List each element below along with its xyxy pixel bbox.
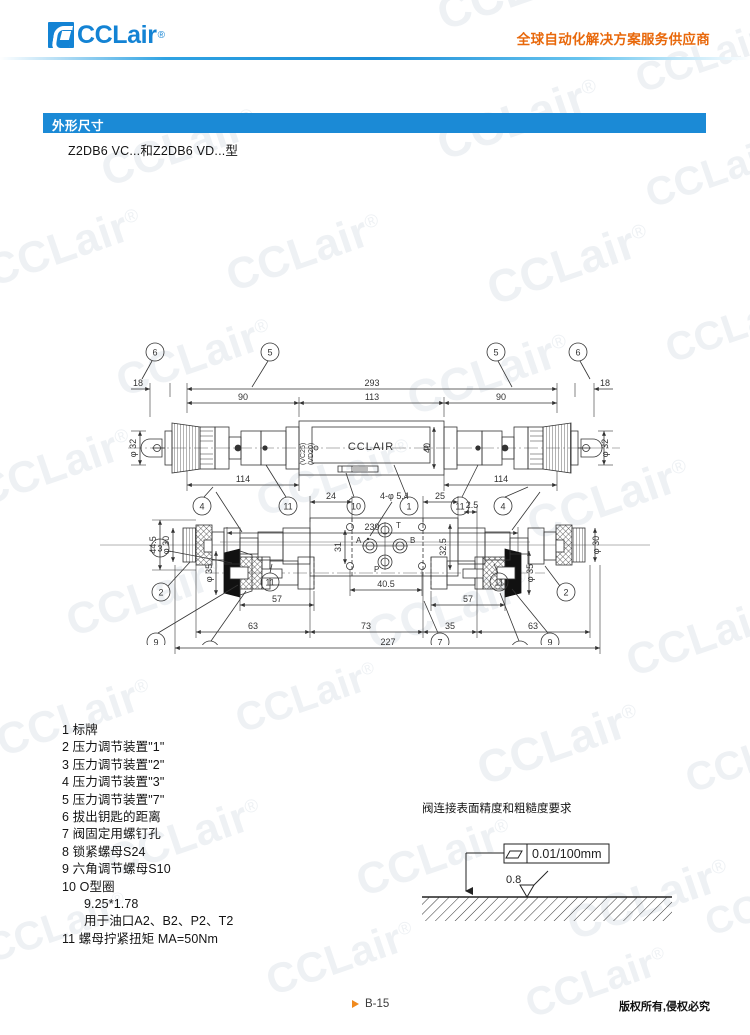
svg-text:4-φ 5.4: 4-φ 5.4: [380, 491, 409, 501]
model-subtitle: Z2DB6 VC...和Z2DB6 VD...型: [68, 144, 239, 158]
svg-text:7: 7: [437, 638, 442, 646]
svg-text:9: 9: [547, 638, 552, 646]
registered-mark-icon: ®: [157, 29, 165, 41]
legend-subitem: 用于油口A2、B2、P2、T2: [84, 914, 234, 929]
svg-text:0.8: 0.8: [506, 874, 521, 886]
svg-text:T: T: [396, 521, 401, 530]
parts-legend: 1 标牌 2 压力调节装置"1" 3 压力调节装置"2" 4 压力调节装置"3"…: [62, 722, 233, 948]
svg-text:227: 227: [380, 637, 395, 647]
surface-requirement-note: 阀连接表面精度和粗糙度要求: [422, 803, 572, 815]
svg-text:6: 6: [575, 348, 580, 358]
svg-text:11: 11: [494, 578, 503, 588]
svg-text:63: 63: [528, 621, 538, 631]
svg-text:2: 2: [563, 588, 568, 598]
svg-text:A: A: [356, 536, 362, 545]
svg-text:57: 57: [463, 594, 473, 604]
legend-item: 7 阀固定用螺钉孔: [62, 827, 161, 842]
svg-text:4: 4: [500, 502, 505, 512]
svg-text:73: 73: [361, 621, 371, 631]
svg-text:239: 239: [364, 522, 379, 532]
svg-text:18: 18: [600, 378, 610, 388]
svg-text:32.5: 32.5: [438, 538, 448, 556]
svg-text:4: 4: [199, 502, 204, 512]
orange-triangle-icon: [352, 1000, 359, 1008]
section-title-bar: 外形尺寸: [43, 113, 706, 133]
svg-text:25: 25: [435, 491, 445, 501]
page-number: B-15: [365, 998, 390, 1010]
svg-text:1: 1: [406, 502, 411, 512]
svg-text:114: 114: [494, 474, 508, 484]
header-slogan: 全球自动化解决方案服务供应商: [516, 32, 710, 47]
legend-item: 11 螺母拧紧扭矩 MA=50Nm: [62, 931, 219, 946]
balloon-group-top-lower: 4 11 10 1 11 4: [192, 464, 529, 516]
svg-text:0.01/100mm: 0.01/100mm: [532, 847, 601, 861]
svg-text:113: 113: [365, 392, 379, 402]
svg-text:114: 114: [236, 474, 250, 484]
svg-text:9: 9: [153, 638, 158, 646]
svg-text:11: 11: [283, 502, 292, 512]
brand-name: CCLair: [77, 21, 157, 49]
svg-text:φ 35: φ 35: [204, 564, 214, 582]
svg-text:P: P: [374, 565, 379, 574]
svg-text:31: 31: [333, 542, 343, 552]
svg-text:90: 90: [496, 392, 506, 402]
page-number-footer: B-15: [352, 998, 389, 1010]
svg-text:24: 24: [326, 491, 336, 501]
legend-item: 1 标牌: [62, 723, 98, 737]
svg-text:2: 2: [158, 588, 163, 598]
legend-item: 5 压力调节装置"7": [62, 792, 165, 807]
svg-text:6: 6: [152, 348, 157, 358]
svg-text:5: 5: [493, 348, 498, 358]
svg-text:φ 32: φ 32: [600, 439, 610, 457]
legend-item: 2 压力调节装置"1": [62, 740, 165, 755]
legend-item: 4 压力调节装置"3": [62, 775, 165, 790]
section-title: 外形尺寸: [52, 119, 105, 133]
legend-item: 6 拔出钥匙的距离: [62, 810, 161, 825]
svg-text:B: B: [410, 536, 415, 545]
svg-text:63: 63: [248, 621, 258, 631]
svg-text:40: 40: [422, 443, 432, 453]
copyright-notice: 版权所有,侵权必究: [618, 1001, 710, 1013]
svg-text:(VC25): (VC25): [300, 443, 307, 465]
top-view-geometry: CCLAIR (VC25) (VD20): [128, 420, 620, 476]
svg-text:44.5: 44.5: [148, 536, 158, 554]
dimension-top: 293 18 18 90 113 90: [131, 378, 613, 417]
legend-item: 3 压力调节装置"2": [62, 757, 165, 772]
legend-item: 9 六角调节螺母S10: [62, 862, 171, 877]
svg-text:5: 5: [267, 348, 272, 358]
svg-text:293: 293: [364, 378, 379, 388]
svg-text:40.5: 40.5: [377, 579, 395, 589]
legend-subitem: 9.25*1.78: [84, 897, 139, 912]
bottom-view-drawing: 24 4-φ 5.4 25 2.5 T A: [0, 480, 750, 670]
svg-text:11: 11: [265, 578, 274, 588]
svg-text:CCLAIR: CCLAIR: [348, 441, 394, 453]
svg-text:φ 32: φ 32: [128, 439, 138, 457]
svg-text:35: 35: [445, 621, 455, 631]
svg-text:11: 11: [455, 502, 464, 512]
page-header: CCLair ® 全球自动化解决方案服务供应商: [0, 0, 750, 72]
svg-text:(VD20): (VD20): [308, 443, 315, 465]
legend-item: 10 O型圈: [62, 879, 115, 894]
surface-finish-figure: 0.01/100mm 0.8: [422, 825, 672, 930]
svg-text:φ 35: φ 35: [525, 564, 535, 582]
header-divider: [0, 57, 750, 60]
svg-text:57: 57: [272, 594, 282, 604]
svg-text:2.5: 2.5: [466, 500, 479, 510]
dimension-114: 114 114: [186, 471, 558, 491]
brand-logo: CCLair ®: [48, 22, 165, 48]
svg-text:90: 90: [238, 392, 248, 402]
svg-text:18: 18: [133, 378, 143, 388]
cclair-square-logo-icon: [48, 22, 74, 48]
svg-text:10: 10: [351, 502, 361, 512]
svg-text:φ 30: φ 30: [591, 536, 601, 554]
legend-item: 8 锁紧螺母S24: [62, 844, 146, 859]
svg-text:φ 30: φ 30: [161, 536, 171, 554]
balloon-group-top: 6 5 5 6: [141, 342, 591, 388]
